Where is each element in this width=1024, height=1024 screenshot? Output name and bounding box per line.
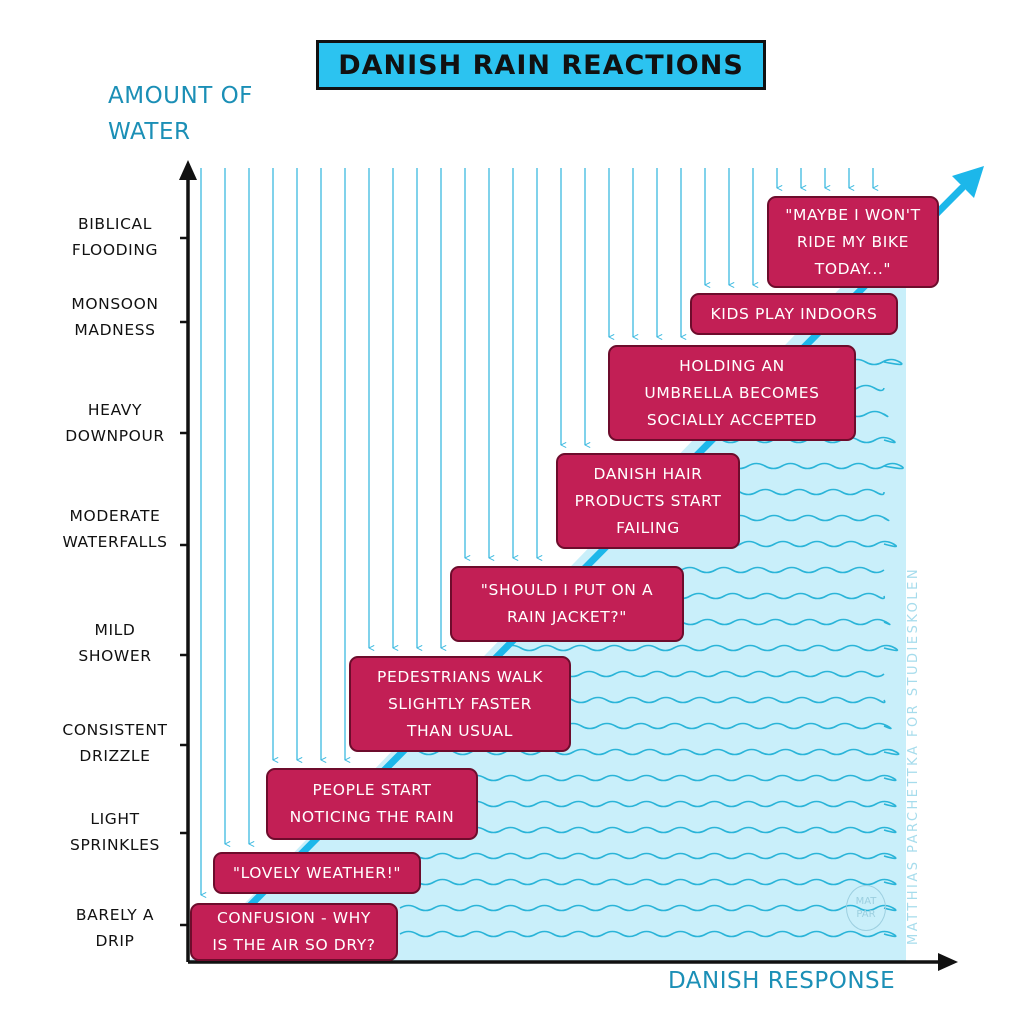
response-callout-line: FAILING [616,518,680,537]
response-callout-line: NOTICING THE RAIN [289,808,455,826]
y-tick-label-line: DRIP [95,932,135,950]
water-wave [399,852,897,860]
response-callout-line: "SHOULD I PUT ON A [480,581,654,599]
response-callout-line: DANISH HAIR [593,464,703,483]
trend-arrowhead [952,166,984,198]
artist-credit: MATTHIAS PARCHETTKA FOR STUDIESKOLEN [906,566,921,945]
response-callout-line: RAIN JACKET?" [507,608,627,626]
y-tick-label-line: SHOWER [78,647,152,665]
y-tick-label-line: DOWNPOUR [65,427,165,445]
y-tick-label-line: MADNESS [74,321,156,339]
response-callout: "LOVELY WEATHER!" [213,852,421,894]
y-tick-label: CONSISTENT DRIZZLE [40,717,190,769]
water-wave [399,878,897,886]
response-callout-line: THAN USUAL [406,721,514,740]
y-tick-label-line: SPRINKLES [70,836,160,854]
y-tick-label: LIGHT SPRINKLES [40,806,190,858]
response-callout: KIDS PLAY INDOORS [690,293,898,335]
x-axis-title: DANISH RESPONSE [668,968,896,994]
response-callout-line: SOCIALLY ACCEPTED [646,410,818,429]
response-callout: PEOPLE START NOTICING THE RAIN [266,768,478,840]
x-axis-arrowhead [938,953,958,971]
y-tick-label-line: CONSISTENT [62,721,168,739]
response-callout-line: PEOPLE START [312,781,432,799]
y-tick-label-line: MODERATE [69,507,161,525]
response-callout: "SHOULD I PUT ON A RAIN JACKET?" [450,566,684,642]
response-callout: "MAYBE I WON'T RIDE MY BIKE TODAY..." [767,196,939,288]
y-axis-arrowhead [179,160,197,180]
response-callout-line: PRODUCTS START [574,491,722,510]
water-wave [402,748,900,756]
y-axis-title: AMOUNT OF WATER [108,83,253,145]
y-tick-label-line: LIGHT [90,810,140,828]
y-tick-label-line: FLOODING [71,241,159,259]
response-callout-line: HOLDING AN [679,356,785,375]
y-tick-label-line: DRIZZLE [79,747,151,765]
response-callout-line: SLIGHTLY FASTER [387,694,533,713]
response-callout-line: CONFUSION - WHY [217,909,371,927]
response-callout-line: TODAY..." [814,259,892,278]
y-tick-label-line: BIBLICAL [78,215,152,233]
signature-line-1: MAT [855,896,877,907]
y-tick-label: BARELY A DRIP [40,902,190,954]
y-tick-label-line: MONSOON [71,295,159,313]
response-callout: CONFUSION - WHY IS THE AIR SO DRY? [190,903,398,961]
artist-signature-mark: MAT PAR [846,885,886,931]
response-callout-line: "MAYBE I WON'T [785,205,921,224]
y-tick-label-line: BARELY A [75,906,155,924]
y-tick-label: MODERATE WATERFALLS [40,503,190,555]
signature-line-2: PAR [856,909,876,920]
water-wave [399,904,897,912]
response-callout-line: "LOVELY WEATHER!" [232,863,402,882]
y-tick-label-line: MILD [94,621,136,639]
y-tick-label: MONSOON MADNESS [40,291,190,343]
response-callout-line: RIDE MY BIKE [796,232,910,251]
water-wave [399,800,897,808]
water-wave [503,644,899,652]
water-wave [399,930,897,938]
response-callout: PEDESTRIANS WALK SLIGHTLY FASTER THAN USUA… [349,656,571,752]
y-tick-label-line: WATERFALLS [62,533,168,551]
response-callout-line: KIDS PLAY INDOORS [710,304,878,323]
y-tick-label: MILD SHOWER [40,617,190,669]
y-tick-label: HEAVY DOWNPOUR [40,397,190,449]
y-tick-label-line: HEAVY [87,401,143,419]
chart-title: DANISH RAIN REACTIONS [316,40,766,90]
response-callout-line: IS THE AIR SO DRY? [212,936,376,954]
response-callout-line: UMBRELLA BECOMES [644,383,820,402]
water-wave [399,826,897,834]
response-callout-line: PEDESTRIANS WALK [377,667,543,686]
y-tick-label: BIBLICAL FLOODING [40,211,190,263]
water-wave [399,774,897,782]
response-callout: HOLDING AN UMBRELLA BECOMES SOCIALLY ACCEP… [608,345,856,441]
response-callout: DANISH HAIR PRODUCTS START FAILING [556,453,740,549]
